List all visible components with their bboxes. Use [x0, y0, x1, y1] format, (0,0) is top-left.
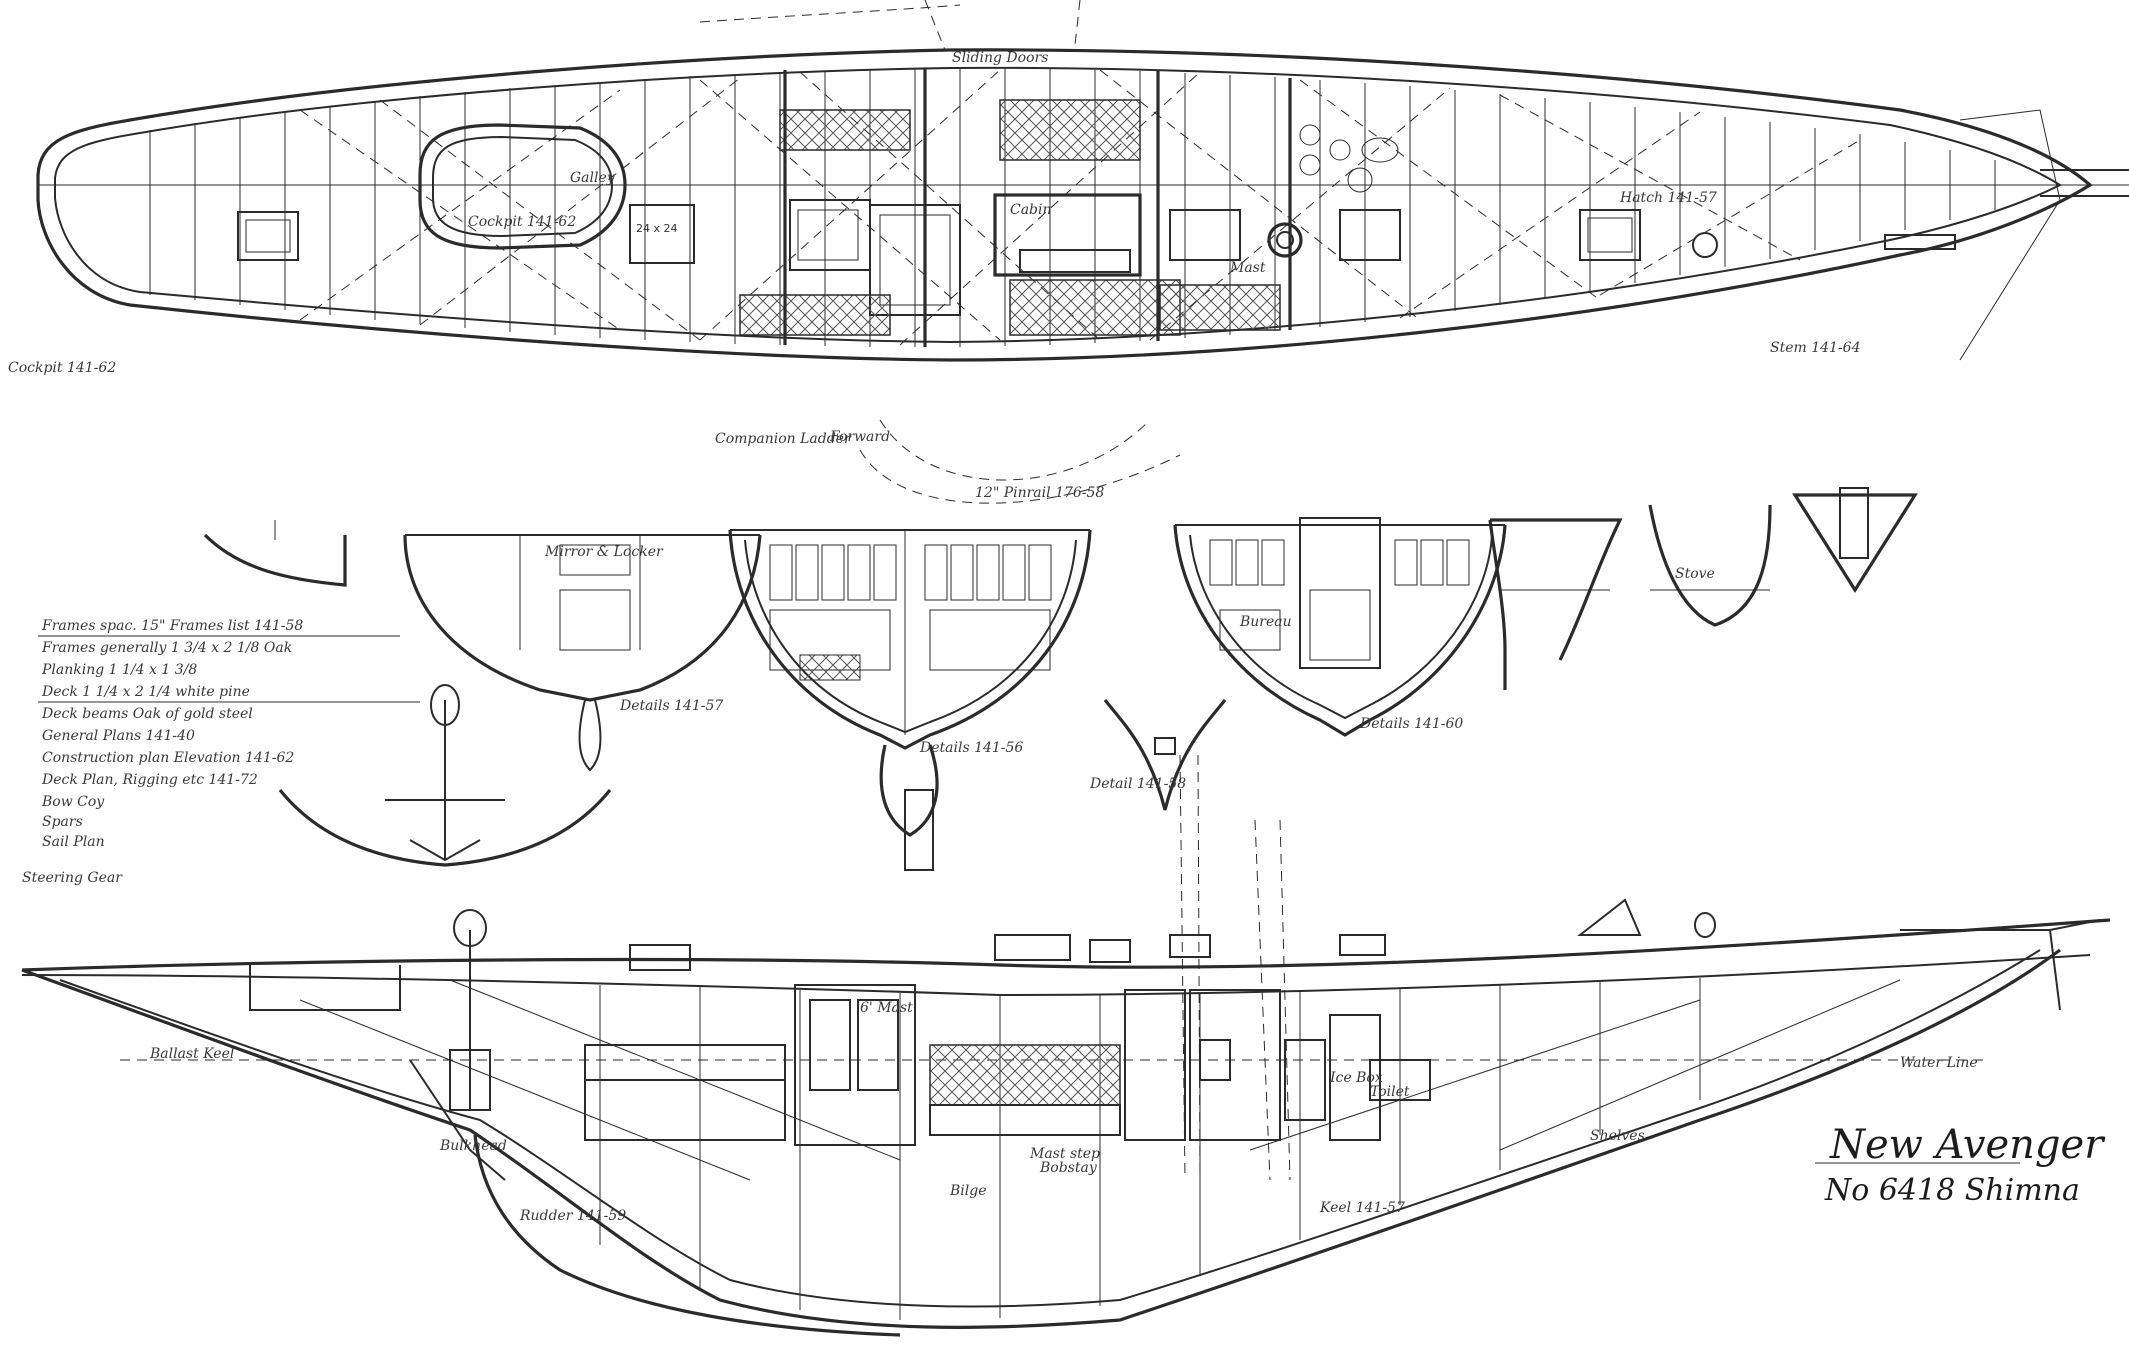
settee-hatch-center: [1009, 279, 1181, 336]
cockpit-outline: [418, 123, 627, 250]
pinrail-note: 12" Pinrail 176-58: [975, 485, 1104, 501]
fore-hatch: [1579, 209, 1641, 261]
note-line-11: Steering Gear: [22, 870, 123, 886]
heads-fixtures: [1299, 124, 1399, 193]
note-line-3: Deck 1 1/4 x 2 1/4 white pine: [41, 684, 250, 700]
inboard-profile: 6' Mast Bulkhead Water Line Rudder 141-5…: [21, 754, 2111, 1337]
mast-note: Mast: [1229, 260, 1266, 276]
cabin-interior: [584, 984, 1431, 1146]
settee-hatch-port: [739, 294, 891, 336]
transverse-sections: Mirror & Locker Details 141-57 Details 1…: [203, 487, 1918, 871]
note-line-4: Deck beams Oak of gold steel: [41, 706, 253, 722]
galley-note: Galley: [570, 170, 616, 186]
diagonal-strapping: [299, 69, 1861, 346]
profile-label-rudder: Rudder 141-59: [519, 1208, 626, 1224]
note-line-7: Deck Plan, Rigging etc 141-72: [41, 772, 258, 788]
section-3-panels: [769, 530, 1052, 735]
deck-plan-view: Cockpit 141-62 24 x 24 Cabin: [8, 0, 2129, 504]
note-line-8: Bow Coy: [41, 794, 105, 810]
note-line-5: General Plans 141-40: [42, 728, 195, 744]
section-4: [1173, 524, 1507, 737]
section-label-stove: Stove: [1675, 566, 1715, 582]
note-line-6: Construction plan Elevation 141-62: [42, 750, 294, 766]
forward-locker: [1169, 209, 1241, 261]
profile-label-mast: 6' Mast: [860, 1000, 913, 1016]
profile-label-toilet: Toilet: [1370, 1084, 1410, 1100]
stem-note: Stem 141-64: [1770, 340, 1861, 356]
mast-partner: [1267, 222, 1303, 258]
cabin-table: [993, 193, 1142, 277]
companion-block: [869, 204, 961, 316]
hull-profile: [21, 948, 2061, 1329]
steering-gear-section: [278, 684, 612, 867]
deck-structures: [629, 898, 1716, 971]
profile-label-bobstay: Bobstay: [1039, 1160, 1098, 1176]
profile-label-mast-step: Mast step: [1029, 1146, 1100, 1162]
section-label-detail-58: Detail 141-58: [1089, 776, 1186, 792]
hatch-box-1: [629, 204, 695, 264]
schedule-notes: Frames spac. 15" Frames list 141-58 Fram…: [22, 618, 420, 886]
cockpit-ref-note: Cockpit 141-62: [8, 360, 116, 376]
note-line-9: Spars: [42, 814, 83, 830]
section-6: [1648, 504, 1772, 627]
section-5: [1488, 518, 1623, 690]
profile-label-waterline: Water Line: [1900, 1055, 1978, 1071]
profile-label-icebox: Ice Box: [1329, 1070, 1383, 1086]
pinrail-arc: [879, 419, 1151, 481]
sheer-line: [21, 918, 2111, 972]
cabin-label: Cabin: [1010, 202, 1052, 218]
hull-inner-plan: [54, 66, 2063, 344]
settee-hatch-upper: [999, 99, 1141, 161]
vessel-name: New Avenger: [1829, 1122, 2106, 1168]
profile-label-keel: Keel 141-57: [1319, 1200, 1405, 1216]
profile-label-shelves: Shelves: [1590, 1128, 1645, 1144]
note-line-0: Frames spac. 15" Frames list 141-58: [41, 618, 303, 634]
design-number: No 6418 Shimna: [1824, 1173, 2080, 1208]
section-1: [203, 533, 347, 587]
title-block: New Avenger No 6418 Shimna: [1815, 1122, 2106, 1208]
note-line-1: Frames generally 1 3/4 x 2 1/8 Oak: [41, 640, 292, 656]
section-label-mirror: Mirror & Locker: [544, 544, 664, 560]
skylight-note: Forward: [829, 429, 890, 445]
profile-label-bulkhead: Bulkhead: [439, 1138, 507, 1154]
settee-hatch-right: [1159, 284, 1281, 331]
section-label-details-57: Details 141-57: [619, 698, 723, 714]
svg-text:24 x 24: 24 x 24: [636, 222, 678, 235]
companion-note: Companion Ladder: [715, 431, 852, 447]
note-line-10: Sail Plan: [42, 834, 105, 850]
section-label-bureau: Bureau: [1239, 614, 1292, 630]
profile-steering: [449, 909, 491, 1111]
section-label-details-60: Details 141-60: [1359, 716, 1463, 732]
note-line-2: Planking 1 1/4 x 1 3/8: [41, 662, 197, 678]
sliding-doors-note: Sliding Doors: [952, 50, 1048, 66]
forward-note: Hatch 141-57: [1619, 190, 1717, 206]
ballast-keel: [473, 1134, 901, 1337]
section-label-details-56: Details 141-56: [919, 740, 1023, 756]
section-detail-58: [1103, 699, 1227, 811]
profile-label-bilge: Bilge: [949, 1183, 987, 1199]
masts: [1179, 754, 1291, 1181]
profile-label-ballast: Ballast Keel: [149, 1046, 234, 1062]
section-7: [1792, 493, 1918, 593]
section-3: [728, 529, 1092, 750]
cockpit-label: Cockpit 141-62: [468, 214, 576, 230]
